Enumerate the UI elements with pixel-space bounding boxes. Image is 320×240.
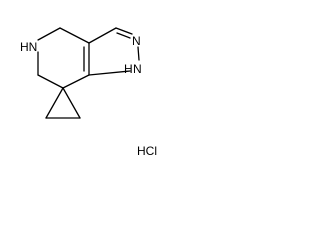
bond-n1-c7a: [88, 70, 131, 76]
salt-label: HCl: [137, 144, 157, 158]
bond-c3-n2-double: [116, 32, 131, 39]
bond-c3a-c4: [59, 27, 90, 44]
bond-n2-n1: [137, 46, 140, 61]
bond-ch2-nh-top: [37, 27, 61, 41]
atom-label-n2: N: [132, 34, 141, 48]
chemical-structure: HN N N H HCl: [20, 27, 157, 158]
bond-spiro-cp-right: [62, 87, 81, 119]
bond-c3a-c3: [88, 27, 117, 44]
bond-spiro-c7a: [62, 74, 90, 89]
bond-spiro-cp-left: [45, 87, 64, 119]
bond-c3-n2: [115, 27, 133, 35]
atom-label-n1: N: [133, 62, 142, 76]
atom-label-nh: HN: [20, 40, 37, 54]
atom-label-n1-h: H: [124, 62, 133, 76]
bond-ch2-spiro: [37, 74, 64, 89]
